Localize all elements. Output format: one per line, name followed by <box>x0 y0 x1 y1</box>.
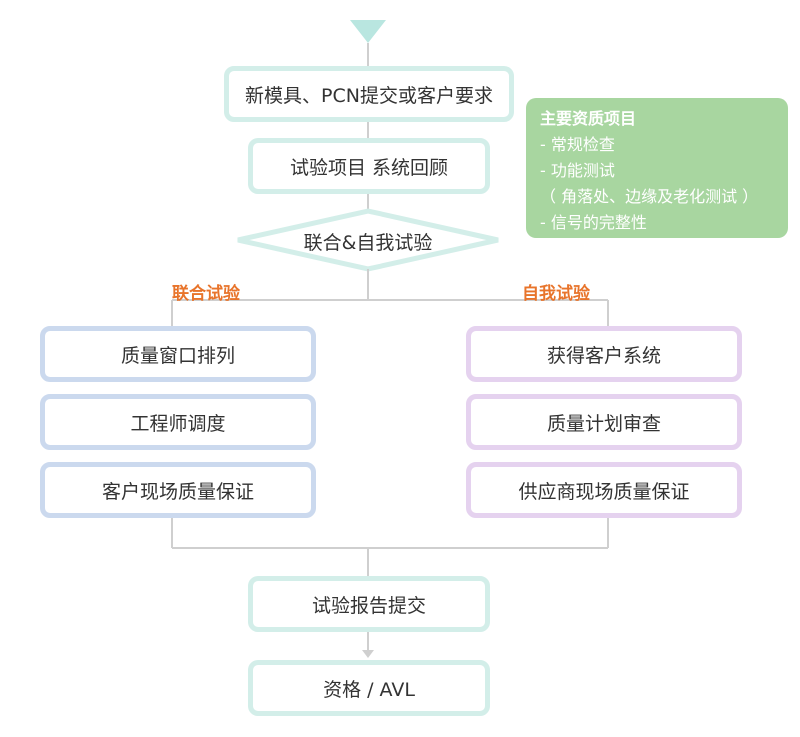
start-triangle <box>350 20 386 43</box>
arrow-head <box>362 650 374 658</box>
note-title: 主要资质项目 <box>540 109 637 128</box>
right-branch-label: 自我试验 <box>522 284 590 304</box>
note-item: - 信号的完整性 <box>540 213 647 232</box>
left-step-1: 质量窗口排列 <box>40 326 316 382</box>
start-box: 新模具、PCN提交或客户要求 <box>224 66 514 122</box>
left-step-2: 工程师调度 <box>40 394 316 450</box>
note-item: - 常规检查 <box>540 135 615 154</box>
right-step-1: 获得客户系统 <box>466 326 742 382</box>
right-step-2: 质量计划审查 <box>466 394 742 450</box>
decision-diamond <box>237 208 499 272</box>
final-box: 资格 / AVL <box>248 660 490 716</box>
qualification-items-note: 主要资质项目 - 常规检查 - 功能测试 （ 角落处、边缘及老化测试 ） - 信… <box>526 98 788 238</box>
note-item: （ 角落处、边缘及老化测试 ） <box>540 187 759 206</box>
right-step-3: 供应商现场质量保证 <box>466 462 742 518</box>
note-item: - 功能测试 <box>540 161 615 180</box>
decision-label: 联合&自我试验 <box>303 231 433 254</box>
left-step-3: 客户现场质量保证 <box>40 462 316 518</box>
report-box: 试验报告提交 <box>248 576 490 632</box>
review-box: 试验项目 系统回顾 <box>248 138 490 194</box>
left-branch-label: 联合试验 <box>172 284 240 304</box>
